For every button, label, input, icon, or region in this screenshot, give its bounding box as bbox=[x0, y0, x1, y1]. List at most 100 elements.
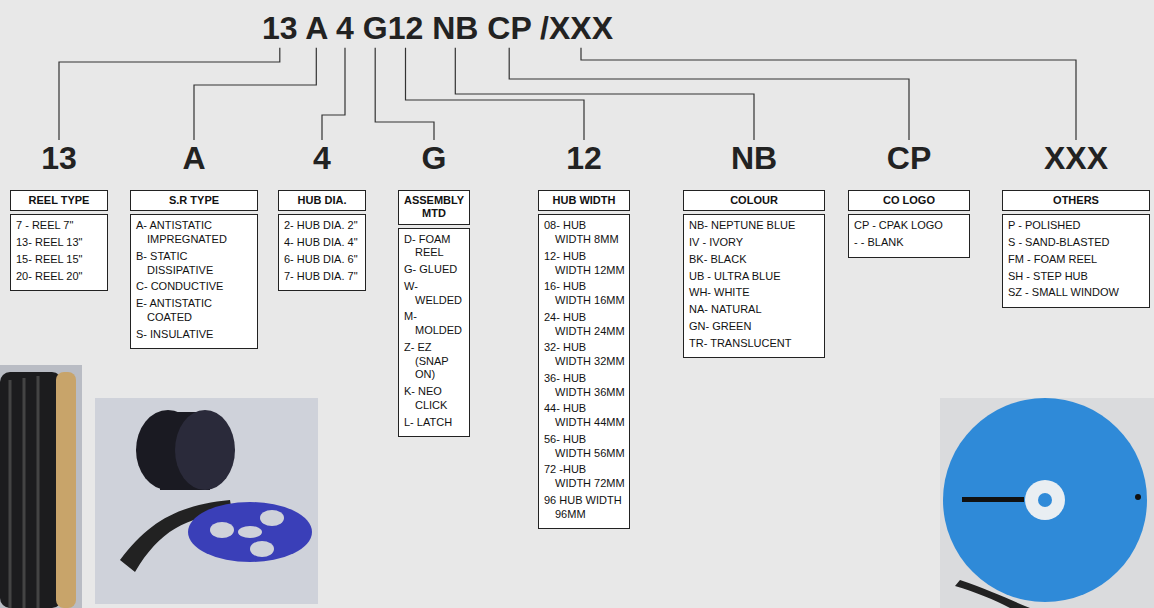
leader-line bbox=[581, 48, 1076, 140]
option-list: 7 - REEL 7" 13- REEL 13" 15- REEL 15" 20- R… bbox=[10, 214, 108, 291]
option-item: 32- HUB WIDTH 32MM bbox=[543, 341, 625, 369]
option-item: S- INSULATIVE bbox=[135, 328, 253, 342]
reel-flange bbox=[56, 372, 76, 608]
reel-side bbox=[175, 410, 235, 490]
option-item: 7- HUB DIA. 7" bbox=[283, 270, 361, 284]
option-item: 56- HUB WIDTH 56MM bbox=[543, 433, 625, 461]
reel-groove bbox=[23, 378, 26, 608]
blue-reel bbox=[943, 398, 1147, 602]
leader-line bbox=[375, 48, 434, 140]
blue-reel bbox=[188, 502, 312, 562]
option-item: GN- GREEN bbox=[688, 320, 820, 334]
field-header: OTHERS bbox=[1002, 190, 1150, 211]
code-column: 12HUB WIDTH 08- HUB WIDTH 8MM 12- HUB WIDT… bbox=[538, 141, 630, 529]
reel-slot bbox=[962, 497, 1024, 502]
field-header: HUB DIA. bbox=[278, 190, 366, 211]
option-item: G- GLUED bbox=[403, 263, 465, 277]
option-item: 08- HUB WIDTH 8MM bbox=[543, 219, 625, 247]
option-item: UB - ULTRA BLUE bbox=[688, 270, 820, 284]
option-item: L- LATCH bbox=[403, 416, 465, 430]
field-header: HUB WIDTH bbox=[538, 190, 630, 211]
option-item: SH - STEP HUB bbox=[1007, 270, 1145, 284]
leader-line bbox=[194, 48, 316, 140]
option-item: IV - IVORY bbox=[688, 236, 820, 250]
field-header: ASSEMBLY MTD bbox=[398, 190, 470, 224]
option-item: 44- HUB WIDTH 44MM bbox=[543, 402, 625, 430]
option-item: NA- NATURAL bbox=[688, 303, 820, 317]
option-list: 08- HUB WIDTH 8MM 12- HUB WIDTH 12MM16- H… bbox=[538, 214, 630, 529]
reel-groove bbox=[9, 380, 12, 608]
reel-window bbox=[250, 541, 274, 557]
option-item: Z- EZ (SNAP ON) bbox=[403, 341, 465, 382]
option-item: FM - FOAM REEL bbox=[1007, 253, 1145, 267]
option-item: TR- TRANSLUCENT bbox=[688, 337, 820, 351]
carrier-tape bbox=[955, 580, 1030, 608]
code-heading: A bbox=[130, 141, 258, 176]
code-heading: XXX bbox=[1002, 141, 1150, 176]
code-heading: CP bbox=[848, 141, 970, 176]
reel-hub bbox=[238, 526, 262, 538]
part-number-title: 13 A 4 G12 NB CP /XXX bbox=[262, 10, 613, 47]
option-item: 20- REEL 20" bbox=[15, 270, 103, 284]
code-heading: 13 bbox=[10, 141, 108, 176]
code-column: A S.R TYPE A- ANTISTATIC IMPREGNATEDB- STA… bbox=[130, 141, 258, 349]
code-column: CPCO LOGOCP - CPAK LOGO- - BLANK bbox=[848, 141, 970, 258]
code-heading: 12 bbox=[538, 141, 630, 176]
reel-hub bbox=[1025, 480, 1065, 520]
field-header: S.R TYPE bbox=[130, 190, 258, 211]
option-item: 4- HUB DIA. 4" bbox=[283, 236, 361, 250]
option-list: P - POLISHEDS - SAND-BLASTEDFM - FOAM RE… bbox=[1002, 214, 1150, 308]
code-column: NBCOLOURNB- NEPTUNE BLUEIV - IVORYBK- BL… bbox=[683, 141, 825, 358]
photo-ground bbox=[0, 365, 82, 608]
code-column: 4HUB DIA. 2- HUB DIA. 2" 4- HUB DIA. 4" 6- … bbox=[278, 141, 366, 291]
option-item: P - POLISHED bbox=[1007, 219, 1145, 233]
option-item: 24- HUB WIDTH 24MM bbox=[543, 311, 625, 339]
option-list: 2- HUB DIA. 2" 4- HUB DIA. 4" 6- HUB DIA. … bbox=[278, 214, 366, 291]
field-header: COLOUR bbox=[683, 190, 825, 211]
option-item: NB- NEPTUNE BLUE bbox=[688, 219, 820, 233]
code-heading: 4 bbox=[278, 141, 366, 176]
option-item: 15- REEL 15" bbox=[15, 253, 103, 267]
blue-reel-front-photo bbox=[940, 398, 1154, 608]
black-reel-photo bbox=[0, 365, 82, 608]
reel-window bbox=[210, 522, 234, 538]
code-heading: G bbox=[398, 141, 470, 176]
code-column: 13REEL TYPE 7 - REEL 7" 13- REEL 13" 15- RE… bbox=[10, 141, 108, 291]
option-item: W- WELDED bbox=[403, 280, 465, 308]
option-item: 96 HUB WIDTH 96MM bbox=[543, 494, 625, 522]
option-item: B- STATIC DISSIPATIVE bbox=[135, 250, 253, 278]
photo-ground bbox=[95, 398, 318, 604]
leader-line bbox=[322, 48, 345, 140]
option-item: WH- WHITE bbox=[688, 286, 820, 300]
option-item: 6- HUB DIA. 6" bbox=[283, 253, 361, 267]
option-list: D- FOAM REELG- GLUEDW- WELDEDM- MOLDEDZ-… bbox=[398, 228, 470, 438]
code-column: XXX OTHERS P - POLISHEDS - SAND-BLASTEDFM … bbox=[1002, 141, 1150, 308]
reel-hole bbox=[1135, 494, 1141, 500]
photo-ground bbox=[940, 398, 1154, 608]
option-item: C- CONDUCTIVE bbox=[135, 280, 253, 294]
leader-line bbox=[509, 48, 909, 140]
option-item: - - BLANK bbox=[853, 236, 965, 250]
option-list: NB- NEPTUNE BLUE IV - IVORY BK- BLACK UB - … bbox=[683, 214, 825, 358]
code-column: G ASSEMBLY MTD D- FOAM REEL G- GLUED W- WELD… bbox=[398, 141, 470, 437]
option-item: D- FOAM REEL bbox=[403, 233, 465, 261]
option-item: BK- BLACK bbox=[688, 253, 820, 267]
reel-groove bbox=[37, 376, 40, 608]
option-item: 36- HUB WIDTH 36MM bbox=[543, 372, 625, 400]
leader-line bbox=[455, 48, 754, 140]
option-item: CP - CPAK LOGO bbox=[853, 219, 965, 233]
option-item: 16- HUB WIDTH 16MM bbox=[543, 280, 625, 308]
option-item: 12- HUB WIDTH 12MM bbox=[543, 250, 625, 278]
option-item: 7 - REEL 7" bbox=[15, 219, 103, 233]
option-list: A- ANTISTATIC IMPREGNATEDB- STATIC DISSI… bbox=[130, 214, 258, 349]
option-item: 13- REEL 13" bbox=[15, 236, 103, 250]
option-item: 2- HUB DIA. 2" bbox=[283, 219, 361, 233]
option-item: 72 -HUB WIDTH 72MM bbox=[543, 463, 625, 491]
option-item: K- NEO CLICK bbox=[403, 385, 465, 413]
reel-hub bbox=[1038, 493, 1052, 507]
reel-window bbox=[260, 510, 284, 526]
option-list: CP - CPAK LOGO - - BLANK bbox=[848, 214, 970, 258]
field-header: REEL TYPE bbox=[10, 190, 108, 211]
option-item: E- ANTISTATIC COATED bbox=[135, 297, 253, 325]
